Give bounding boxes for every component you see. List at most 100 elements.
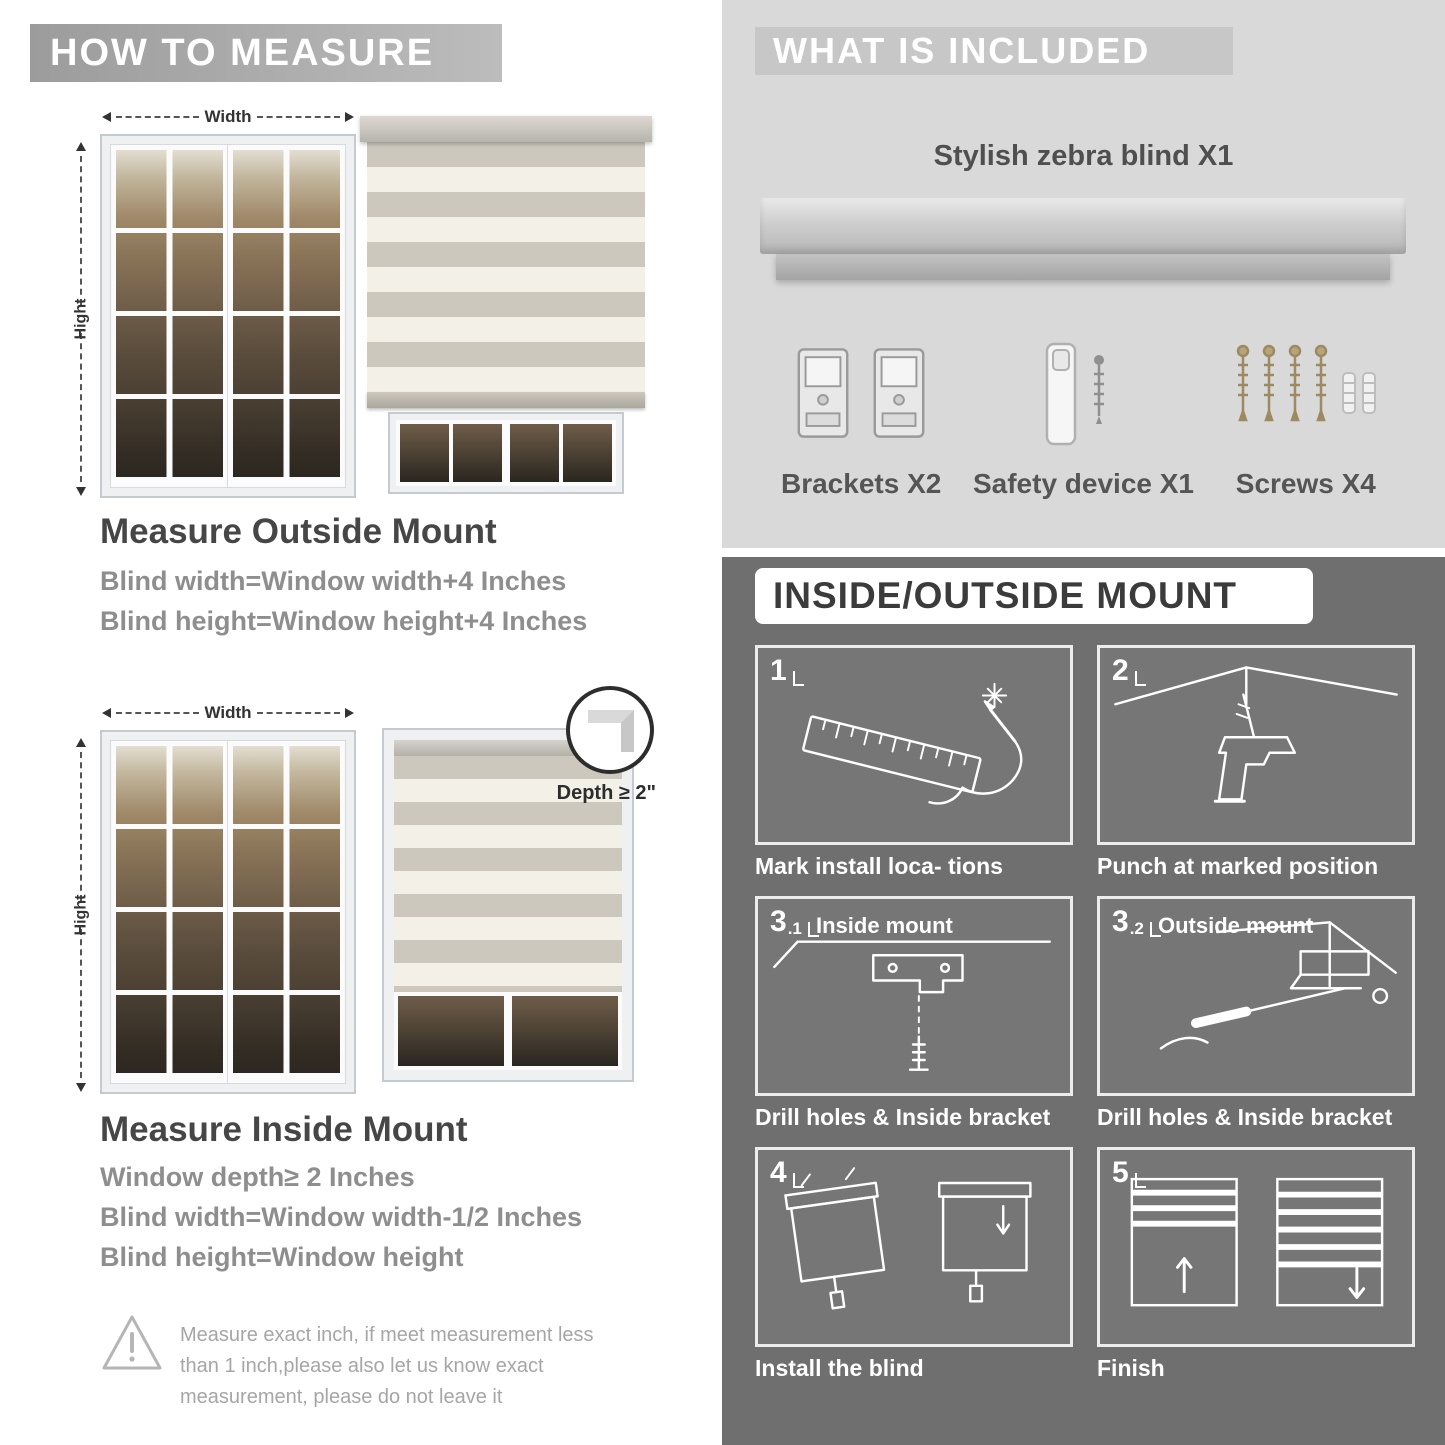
mount-step-5: 5 Finish xyxy=(1097,1147,1415,1382)
window-under-blind xyxy=(394,992,622,1070)
what-is-included-section: WHAT IS INCLUDED Stylish zebra blind X1 xyxy=(722,0,1445,548)
height-label: Hight xyxy=(72,894,89,936)
brackets-label: Brackets X2 xyxy=(780,468,942,499)
included-item-safety-device: Safety device X1 xyxy=(972,328,1194,500)
safety-device-icon xyxy=(1033,328,1133,460)
inside-rule-height: Blind height=Window height xyxy=(100,1242,464,1272)
step-panel: 3.1 Inside mount xyxy=(755,896,1073,1096)
blind-bottom-rail xyxy=(367,392,645,408)
window-sash-left xyxy=(110,144,229,488)
inside-mount-title: Measure Inside Mount xyxy=(100,1110,468,1149)
mount-step-4: 4 xyxy=(755,1147,1073,1382)
step-caption: Install the blind xyxy=(755,1355,924,1381)
width-arrow: Width xyxy=(102,106,354,128)
window-sash-left xyxy=(110,740,229,1084)
step-caption: Mark install loca- tions xyxy=(755,853,1003,879)
step-number: 5 xyxy=(1112,1158,1146,1188)
inside-rule-width: Blind width=Window width-1/2 Inches xyxy=(100,1202,583,1232)
how-to-measure-title: HOW TO MEASURE xyxy=(50,31,435,74)
step-number: 2 xyxy=(1112,656,1146,686)
step-caption: Finish xyxy=(1097,1355,1165,1381)
height-label: Hight xyxy=(72,298,89,340)
window-illustration xyxy=(100,134,356,498)
step-caption: Drill holes & Inside bracket xyxy=(1097,1104,1393,1130)
mount-step-1: 1 xyxy=(755,645,1073,880)
drill-illustration xyxy=(1114,666,1398,803)
blind-fabric-roll xyxy=(776,254,1390,280)
window-figure-inside: Width Hight xyxy=(62,698,356,1094)
step-number: 3.2 xyxy=(1112,907,1161,938)
step-panel: 2 xyxy=(1097,645,1415,845)
zebra-stripes xyxy=(394,756,622,992)
outside-bracket-illustration xyxy=(1159,921,1397,1050)
screws-label: Screws X4 xyxy=(1235,468,1376,499)
width-label: Width xyxy=(204,703,252,722)
step-number: 1 xyxy=(770,656,804,686)
blind-illustration-inside xyxy=(382,728,634,1082)
step-caption: Punch at marked position xyxy=(1097,853,1379,879)
mount-step-3-1: 3.1 Inside mount xyxy=(755,896,1073,1131)
depth-label: Depth ≥ 2" xyxy=(556,782,656,804)
inside-bracket-illustration xyxy=(773,940,1052,1071)
step-panel: 5 xyxy=(1097,1147,1415,1347)
zebra-blind-label: Stylish zebra blind X1 xyxy=(933,140,1234,172)
inside-outside-mount-title: INSIDE/OUTSIDE MOUNT xyxy=(773,575,1238,616)
step-panel: 4 xyxy=(755,1147,1073,1347)
what-is-included-header: WHAT IS INCLUDED xyxy=(755,27,1233,75)
finish-illustration xyxy=(1130,1177,1384,1307)
step-inner-label: Outside mount xyxy=(1158,913,1314,938)
inside-rule-depth: Window depth≥ 2 Inches xyxy=(100,1162,415,1192)
arrow-left-icon xyxy=(102,708,111,718)
window-under-blind xyxy=(388,412,624,494)
warning-icon xyxy=(100,1312,164,1379)
right-column: WHAT IS INCLUDED Stylish zebra blind X1 xyxy=(722,0,1445,1445)
depth-callout-circle xyxy=(566,686,654,774)
step-number: 3.1 xyxy=(770,907,819,938)
mount-instructions-section: INSIDE/OUTSIDE MOUNT 1 xyxy=(722,557,1445,1445)
mount-step-3-2: 3.2 Outside mount xyxy=(1097,896,1415,1131)
included-item-brackets: Brackets X2 xyxy=(750,328,972,500)
safety-device-label: Safety device X1 xyxy=(972,468,1194,499)
step-inner-label: Inside mount xyxy=(816,913,953,938)
blind-valance xyxy=(360,116,652,142)
brackets-icon xyxy=(792,328,930,460)
inside-outside-mount-header: INSIDE/OUTSIDE MOUNT xyxy=(755,568,1313,624)
frame-corner-detail xyxy=(588,710,634,752)
width-label: Width xyxy=(204,107,252,126)
arrow-up-icon xyxy=(76,142,86,151)
step-panel: 3.2 Outside mount xyxy=(1097,896,1415,1096)
window-sash-right xyxy=(227,144,346,488)
install-blind-illustration xyxy=(784,1167,1032,1310)
height-arrow: Hight xyxy=(70,738,92,1092)
what-is-included-title: WHAT IS INCLUDED xyxy=(773,30,1151,71)
blind-valance xyxy=(394,740,622,756)
how-to-measure-header: HOW TO MEASURE xyxy=(30,24,502,82)
outside-rule-width: Blind width=Window width+4 Inches xyxy=(100,566,567,596)
mark-location-illustration xyxy=(802,682,1023,805)
blind-illustration-outside xyxy=(360,116,652,498)
arrow-right-icon xyxy=(345,112,354,122)
outside-rule-height: Blind height=Window height+4 Inches xyxy=(100,606,588,636)
window-illustration xyxy=(100,730,356,1094)
arrow-down-icon xyxy=(76,487,86,496)
window-sash-right xyxy=(227,740,346,1084)
included-items: Brackets X2 Safety device X1 xyxy=(750,328,1417,500)
blind-headrail-illustration xyxy=(760,198,1406,254)
height-arrow: Hight xyxy=(70,142,92,496)
screws-icon xyxy=(1231,328,1381,460)
arrow-down-icon xyxy=(76,1083,86,1092)
width-arrow: Width xyxy=(102,702,354,724)
zebra-stripes xyxy=(367,142,645,392)
mount-steps-grid: 1 xyxy=(755,645,1415,1382)
mount-step-2: 2 Pu xyxy=(1097,645,1415,880)
arrow-up-icon xyxy=(76,738,86,747)
included-item-screws: Screws X4 xyxy=(1195,328,1417,500)
step-number: 4 xyxy=(770,1158,804,1188)
outside-mount-title: Measure Outside Mount xyxy=(100,512,497,551)
arrow-right-icon xyxy=(345,708,354,718)
measure-note: Measure exact inch, if meet measurement … xyxy=(180,1324,594,1408)
step-panel: 1 xyxy=(755,645,1073,845)
arrow-left-icon xyxy=(102,112,111,122)
step-caption: Drill holes & Inside bracket xyxy=(755,1104,1051,1130)
